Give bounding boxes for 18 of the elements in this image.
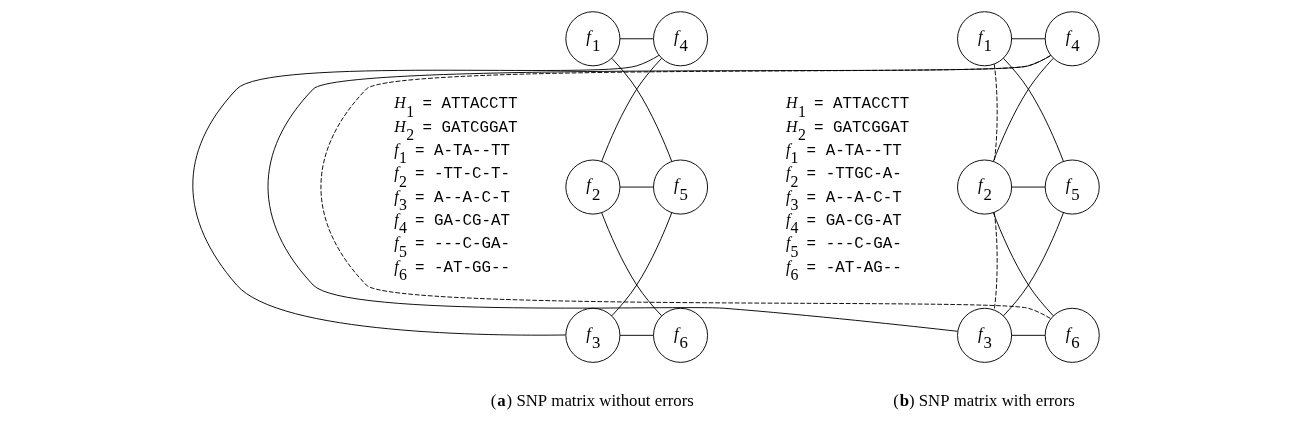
connector xyxy=(1002,57,1064,162)
connector xyxy=(618,186,654,188)
connector xyxy=(1010,186,1045,188)
label: (a) SNP matrix without errors xyxy=(490,390,694,410)
connector xyxy=(993,212,998,311)
connector xyxy=(1010,334,1045,336)
label: (b) SNP matrix with errors xyxy=(892,390,1075,410)
connector xyxy=(618,38,654,40)
connector xyxy=(1010,38,1045,40)
connector xyxy=(191,55,659,336)
connector xyxy=(600,57,662,162)
connector xyxy=(992,212,1054,317)
connector xyxy=(610,212,672,317)
connector xyxy=(992,57,1054,162)
connector xyxy=(618,334,654,336)
connector xyxy=(1002,212,1064,317)
connector xyxy=(610,57,672,162)
connector xyxy=(600,212,662,317)
